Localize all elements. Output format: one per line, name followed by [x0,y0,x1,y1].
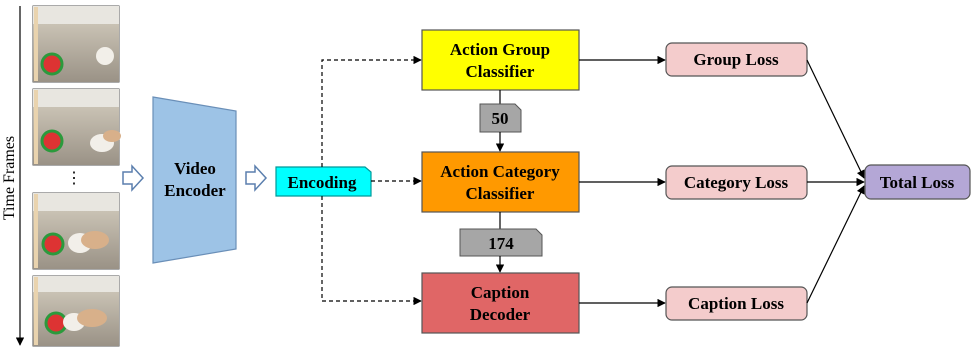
caption-loss-label: Caption Loss [688,294,784,313]
encoding-shape [275,166,372,197]
dim-174-shape [459,228,543,257]
encoder-to-encoding-arrow [245,164,268,192]
video-frames: ⋮ [32,5,121,347]
frames-to-encoder-arrow [122,164,145,192]
video-frame-2 [32,88,121,166]
total-loss-label: Total Loss [880,173,955,192]
video-frame-4 [32,275,120,347]
video-encoder: Video Encoder [152,96,237,264]
action-category-classifier: Action Category Classifier [421,151,580,213]
dim-50-tag: 50 [479,103,522,133]
total-loss: Total Loss [864,164,971,200]
caption-decoder: Caption Decoder [421,272,580,334]
total-loss-box [864,164,971,200]
video-encoder-shape [152,96,237,264]
video-frame-3 [32,192,120,270]
video-encoder-label-2: Encoder [164,181,226,200]
action-group-classifier-label-1: Action Group [450,40,550,59]
encoding-to-group-edge [321,55,422,167]
action-category-classifier-label-1: Action Category [440,162,560,181]
caption-loss: Caption Loss [665,286,808,321]
action-group-classifier-label-2: Classifier [466,62,535,81]
caption-loss-to-total-edge [806,185,865,304]
group-loss-box [665,42,808,77]
caption-loss-box [665,286,808,321]
encoding-node: Encoding [275,166,372,197]
group-loss: Group Loss [665,42,808,77]
video-encoder-label-1: Video [174,159,216,178]
action-group-classifier-box [421,29,580,91]
time-axis-label: Time Frames [1,136,18,220]
encoding-to-caption-edge [321,196,422,306]
group-loss-label: Group Loss [693,50,779,69]
action-category-classifier-box [421,151,580,213]
caption-decoder-label-1: Caption [471,283,530,302]
category-loss-label: Category Loss [684,173,789,192]
category-loss: Category Loss [665,165,808,200]
action-group-classifier: Action Group Classifier [421,29,580,91]
caption-decoder-box [421,272,580,334]
dim-174-label: 174 [488,234,514,253]
dim-50-label: 50 [492,109,509,128]
caption-decoder-label-2: Decoder [470,305,531,324]
encoding-label: Encoding [288,173,357,192]
frames-ellipsis: ⋮ [66,170,82,187]
dim-50-shape [479,103,522,133]
group-loss-to-total-edge [806,59,865,179]
action-category-classifier-label-2: Classifier [466,184,535,203]
video-frame-1 [32,5,120,83]
dim-174-tag: 174 [459,228,543,257]
